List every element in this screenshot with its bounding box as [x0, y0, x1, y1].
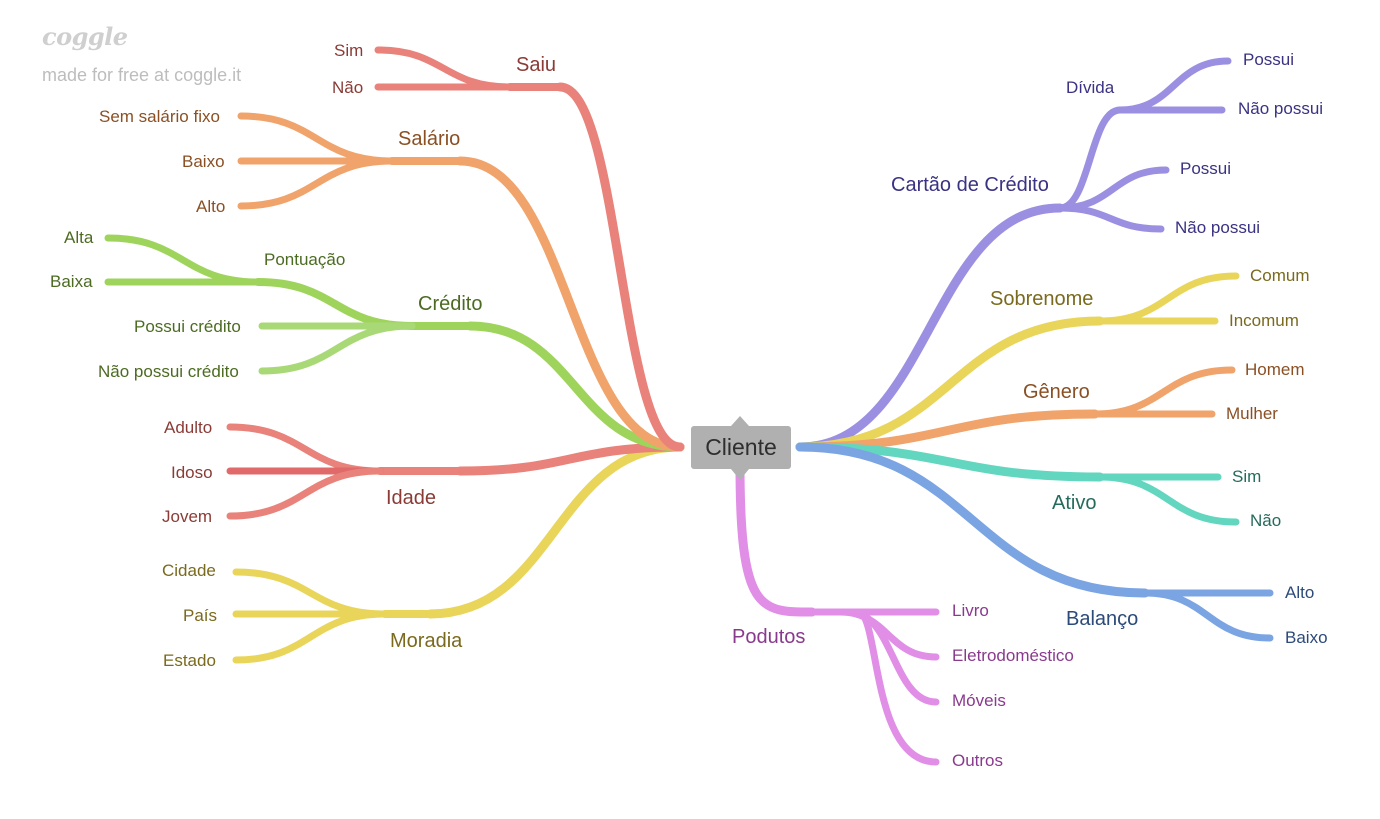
leaf-salario-alto[interactable]: Alto	[196, 197, 226, 216]
leaf-line-alta	[104, 234, 262, 286]
leaf-line-estado	[232, 610, 389, 664]
leaf-sobrenome-comum[interactable]: Comum	[1250, 266, 1310, 285]
center-node-cliente[interactable]: Cliente	[691, 426, 791, 469]
leaf-salario-baixo[interactable]: Baixo	[182, 152, 225, 171]
branch-divida[interactable]: Dívida	[1066, 78, 1115, 97]
leaf-line-cidade	[232, 568, 389, 618]
branch-pontuacao[interactable]: Pontuação	[264, 250, 346, 269]
leaf-ativo-nao[interactable]: Não	[1250, 511, 1282, 530]
branch-line-credito	[465, 321, 685, 452]
leaf-saiu-nao[interactable]: Não	[332, 78, 364, 97]
leaf-idade-adulto[interactable]: Adulto	[164, 418, 213, 437]
leaf-moradia-estado[interactable]: Estado	[163, 651, 216, 670]
leaf-line-comum	[1096, 272, 1240, 325]
coggle-logo: coggle	[42, 22, 128, 51]
leaf-line-adulto	[226, 423, 384, 475]
branch-credito[interactable]: Crédito	[418, 293, 483, 315]
leaf-ativo-sim[interactable]: Sim	[1232, 467, 1262, 486]
branch-line-pontuacao	[254, 278, 416, 330]
leaf-idade-jovem[interactable]: Jovem	[162, 507, 213, 526]
leaf-nao-possui-credito[interactable]: Não possui crédito	[98, 362, 239, 381]
branch-line-sobrenome	[795, 316, 1105, 452]
leaf-saiu-sim[interactable]: Sim	[334, 41, 364, 60]
branch-idade[interactable]: Idade	[386, 487, 437, 509]
branch-line-moradia	[425, 442, 685, 619]
leaf-pontuacao-baixa[interactable]: Baixa	[50, 272, 93, 291]
branch-saiu[interactable]: Saiu	[516, 54, 557, 76]
leaf-genero-mulher[interactable]: Mulher	[1226, 404, 1278, 423]
leaf-idade-idoso[interactable]: Idoso	[171, 463, 213, 482]
leaf-line-nao-possui-credito	[258, 322, 416, 375]
branch-moradia[interactable]: Moradia	[390, 630, 463, 652]
leaf-cartao-possui[interactable]: Possui	[1180, 159, 1232, 178]
branch-genero[interactable]: Gênero	[1023, 381, 1090, 403]
branch-line-salario	[455, 156, 685, 452]
leaf-balanco-alto[interactable]: Alto	[1285, 583, 1315, 602]
leaf-line-saiu-sim	[374, 46, 514, 91]
branch-line-idade	[455, 442, 685, 476]
leaf-cartao-nao-possui[interactable]: Não possui	[1175, 218, 1261, 237]
leaf-produtos-livro[interactable]: Livro	[952, 601, 989, 620]
leaf-line-divida-possui	[1116, 57, 1232, 114]
branch-line-genero	[795, 409, 1100, 452]
leaf-produtos-moveis[interactable]: Móveis	[952, 691, 1006, 710]
center-label: Cliente	[705, 434, 777, 460]
branch-line-produtos	[735, 460, 817, 617]
leaf-produtos-outros[interactable]: Outros	[952, 751, 1004, 770]
leaf-salario-sem-fixo[interactable]: Sem salário fixo	[99, 107, 220, 126]
branch-ativo[interactable]: Ativo	[1052, 492, 1097, 514]
branch-line-balanco	[795, 442, 1150, 598]
leaf-sobrenome-incomum[interactable]: Incomum	[1229, 311, 1299, 330]
leaf-moradia-cidade[interactable]: Cidade	[162, 561, 216, 580]
leaf-line-jovem	[226, 467, 384, 520]
branch-line-divida	[1056, 106, 1124, 212]
leaf-line-alto	[237, 157, 396, 210]
branch-balanco[interactable]: Balanço	[1066, 608, 1139, 630]
branch-cartao-de-credito[interactable]: Cartão de Crédito	[891, 174, 1049, 196]
leaf-produtos-eletrodomestico[interactable]: Eletrodoméstico	[952, 646, 1074, 665]
leaf-line-sem-fixo	[237, 112, 396, 165]
leaf-possui-credito[interactable]: Possui crédito	[134, 317, 241, 336]
leaf-line-cartao-nao-possui	[1056, 204, 1165, 233]
brand-tagline: made for free at coggle.it	[42, 65, 242, 85]
leaf-line-homem	[1091, 366, 1236, 418]
leaf-line-balanco-baixo	[1141, 589, 1274, 642]
branch-line-saiu	[555, 82, 685, 452]
leaf-divida-possui[interactable]: Possui	[1243, 50, 1295, 69]
branch-produtos[interactable]: Podutos	[732, 626, 806, 648]
leaf-divida-nao-possui[interactable]: Não possui	[1238, 99, 1324, 118]
leaf-pontuacao-alta[interactable]: Alta	[64, 228, 94, 247]
leaf-line-ativo-nao	[1096, 473, 1240, 526]
branch-sobrenome[interactable]: Sobrenome	[990, 288, 1094, 310]
leaf-moradia-pais[interactable]: País	[183, 606, 218, 625]
leaf-balanco-baixo[interactable]: Baixo	[1285, 628, 1328, 647]
branch-line-cartao	[795, 203, 1065, 452]
branch-salario[interactable]: Salário	[398, 128, 461, 150]
leaf-genero-homem[interactable]: Homem	[1245, 360, 1305, 379]
leaf-line-outros	[854, 608, 940, 766]
